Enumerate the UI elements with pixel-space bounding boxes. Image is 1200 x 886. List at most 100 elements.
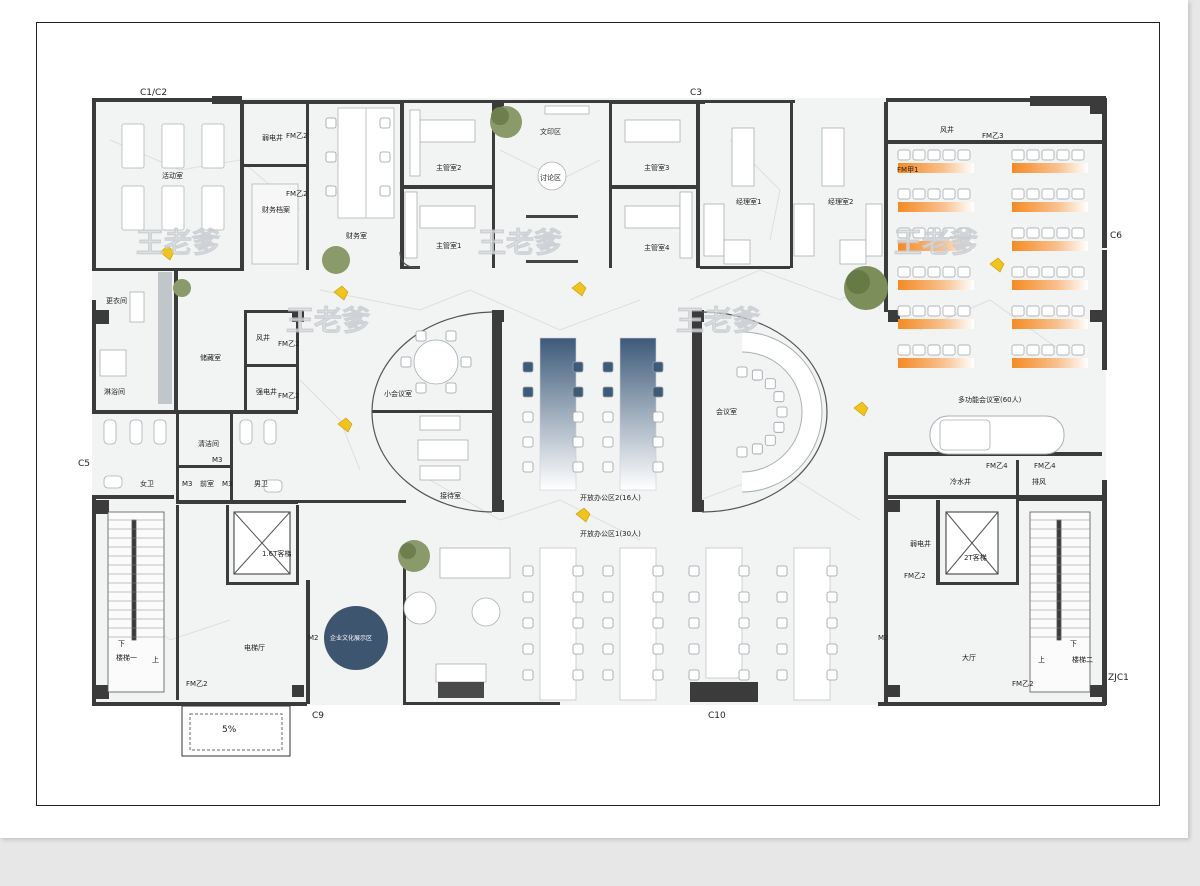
label-down-left: 下 xyxy=(118,640,125,648)
label-fm-b2-c: FM乙2 xyxy=(278,340,300,348)
chair xyxy=(652,591,664,603)
label-finance: 财务室 xyxy=(346,231,367,240)
chair xyxy=(1026,344,1040,356)
label-down-right: 下 xyxy=(1070,640,1077,648)
watermark-5: 王老爹 xyxy=(894,226,978,259)
label-supervisor2: 主管室2 xyxy=(436,163,461,172)
chair xyxy=(1056,149,1070,161)
chair xyxy=(379,185,391,197)
chair xyxy=(1011,227,1025,239)
chair xyxy=(445,330,457,342)
chair xyxy=(522,565,534,577)
chair xyxy=(572,436,584,448)
label-cleaning: 清洁间 xyxy=(198,439,219,448)
chair xyxy=(1041,227,1055,239)
label-open-office2: 开放办公区2(16人) xyxy=(580,493,641,502)
chair xyxy=(1041,305,1055,317)
chair xyxy=(522,436,534,448)
grid-label-bottom-left: C9 xyxy=(312,711,324,721)
label-fm-b2-left: FM乙2 xyxy=(186,680,208,688)
accent-chairs xyxy=(159,245,1005,523)
label-supervisor3: 主管室3 xyxy=(644,163,669,172)
chair xyxy=(1011,266,1025,278)
chair xyxy=(522,669,534,681)
chair xyxy=(927,305,941,317)
chair xyxy=(764,378,776,390)
ramp-inner xyxy=(189,713,283,751)
label-manager1: 经理室1 xyxy=(736,197,761,206)
chair xyxy=(826,617,838,629)
chair xyxy=(897,227,911,239)
chair xyxy=(522,461,534,473)
label-elevator-hall: 电梯厅 xyxy=(244,643,265,652)
chair xyxy=(688,565,700,577)
open-office2-chairs xyxy=(522,361,664,473)
chair xyxy=(897,305,911,317)
chair xyxy=(602,643,614,655)
grid-label-top-left: C1/C2 xyxy=(140,88,167,98)
chair xyxy=(736,366,748,378)
chair xyxy=(572,591,584,603)
grid-label-left-mid: C5 xyxy=(78,459,90,469)
chair xyxy=(522,361,534,373)
bench-desk xyxy=(898,319,974,329)
chair xyxy=(572,461,584,473)
chair xyxy=(927,227,941,239)
chair xyxy=(522,411,534,423)
chair xyxy=(325,117,337,129)
chair xyxy=(652,386,664,398)
chair xyxy=(522,591,534,603)
small-meeting-table xyxy=(413,339,459,385)
chair xyxy=(912,188,926,200)
chair xyxy=(1056,266,1070,278)
drawing-frame xyxy=(36,22,1160,806)
chair xyxy=(1071,305,1085,317)
chair xyxy=(522,643,534,655)
grid-label-bottom-mid: C10 xyxy=(708,711,726,721)
chair xyxy=(1056,344,1070,356)
chair xyxy=(572,361,584,373)
chair xyxy=(912,305,926,317)
chair xyxy=(927,188,941,200)
chair xyxy=(415,330,427,342)
chair xyxy=(688,617,700,629)
chair xyxy=(826,669,838,681)
reception-furniture xyxy=(417,415,469,481)
break-area-furniture xyxy=(403,547,511,698)
chair xyxy=(688,669,700,681)
chair xyxy=(379,151,391,163)
label-fm-b2-e: FM乙2 xyxy=(904,572,926,580)
chair xyxy=(826,591,838,603)
chair xyxy=(1011,188,1025,200)
chair xyxy=(1071,266,1085,278)
chair xyxy=(572,643,584,655)
chair xyxy=(942,149,956,161)
finance-desks xyxy=(251,107,395,265)
bench-desk xyxy=(898,241,974,251)
small-meeting-chairs xyxy=(400,330,472,394)
label-fire-well: 排风 xyxy=(1032,477,1046,486)
restroom-fixtures xyxy=(103,419,991,493)
chair xyxy=(602,565,614,577)
culture-display-circle xyxy=(324,606,388,670)
chair xyxy=(1071,344,1085,356)
grid-label-right-upper: C6 xyxy=(1110,231,1122,241)
chair xyxy=(912,344,926,356)
discussion-furniture xyxy=(526,105,590,263)
label-up-left: 上 xyxy=(152,655,159,664)
chair xyxy=(736,446,748,458)
chair xyxy=(897,188,911,200)
chair xyxy=(1041,344,1055,356)
bench-desk xyxy=(898,202,974,212)
label-ramp: 5% xyxy=(222,725,237,735)
grid-label-top-mid: C3 xyxy=(690,88,702,98)
bench-desk xyxy=(1012,202,1088,212)
watermark-2: 王老爹 xyxy=(478,226,562,259)
chair xyxy=(957,266,971,278)
watermarks: 王老爹 王老爹 王老爹 王老爹 王老爹 xyxy=(136,226,979,338)
stair-left xyxy=(107,511,165,693)
chair xyxy=(751,369,763,381)
chair xyxy=(688,643,700,655)
chair xyxy=(652,361,664,373)
supervisor-furniture xyxy=(404,109,693,259)
